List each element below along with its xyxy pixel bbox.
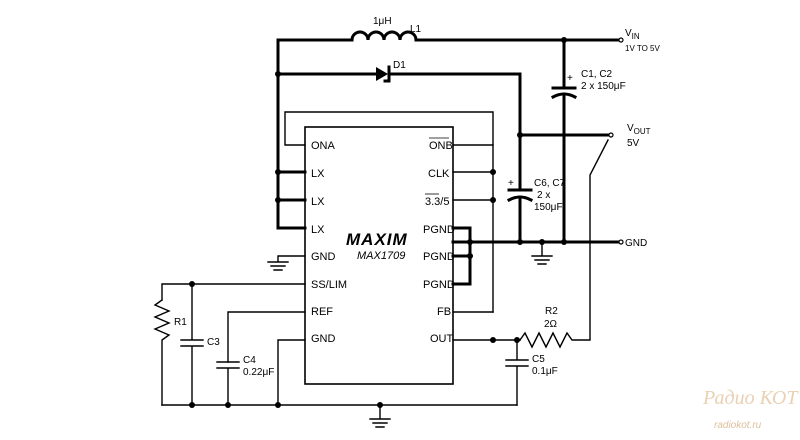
cin-plus: +: [567, 73, 573, 84]
c3-ref: C3: [207, 337, 220, 348]
sslim-wire: [161, 283, 306, 301]
cout-value-1: 2 x: [537, 190, 550, 201]
junction-dot: [539, 239, 545, 245]
cout-ref: C6, C7: [534, 178, 566, 189]
pin-lx-1: LX: [311, 168, 325, 180]
c5-ref: C5: [532, 354, 545, 365]
junction-dot: [275, 169, 281, 175]
c3-capacitor: [180, 283, 204, 406]
pin-gnd-2: GND: [311, 333, 336, 345]
pgnd-pin-stubs: [451, 226, 472, 286]
junction-dot: [514, 337, 520, 343]
junction-dot: [225, 402, 231, 408]
junction-dot: [490, 169, 496, 175]
c5-capacitor: [505, 339, 529, 406]
resistor-r1: [153, 299, 171, 406]
r1-ref: R1: [174, 317, 187, 328]
vout-label-sub: OUT: [634, 127, 651, 136]
pin-lx-3: LX: [311, 224, 325, 236]
diode-d1: [376, 67, 388, 81]
gnd-symbol-bottom: [369, 404, 391, 428]
lx-pin-stubs: [276, 170, 307, 230]
pin-fb: FB: [437, 306, 451, 318]
junction-dot: [275, 197, 281, 203]
vin-label-sub: IN: [632, 32, 640, 41]
ref-wire: [227, 311, 306, 363]
ona-wire: [284, 111, 494, 313]
cin-value: 2 x 150μF: [581, 81, 626, 92]
vin-range: 1V TO 5V: [625, 44, 661, 53]
junction-dot: [561, 239, 567, 245]
junction-dot: [561, 37, 567, 43]
watermark-title: Радио КОТ: [702, 387, 799, 409]
inductor-ref: L1: [410, 24, 422, 35]
gnd2-wire: [277, 339, 306, 406]
r2-ref: R2: [545, 306, 558, 317]
junction-dot: [517, 132, 523, 138]
r2-value: 2Ω: [544, 319, 558, 330]
junction-dot: [189, 281, 195, 287]
vout-label-main: V: [627, 123, 634, 134]
inductor-value: 1μH: [373, 16, 392, 27]
vin-terminal: [618, 37, 624, 43]
right-control-stubs: [452, 144, 494, 313]
gnd-terminal: [618, 239, 624, 245]
vout-value: 5V: [627, 138, 640, 149]
junction-dot: [377, 402, 383, 408]
ic-brand-logo: MAXIM: [346, 230, 408, 249]
gnd-symbol-right: [531, 241, 553, 265]
junction-dot: [467, 253, 473, 259]
c4-capacitor: [216, 361, 240, 406]
pin-onb: ONB: [429, 140, 453, 152]
pin-out: OUT: [430, 333, 454, 345]
c4-ref: C4: [243, 355, 256, 366]
resistor-r2: [519, 139, 609, 349]
pin-pgnd-3: PGND: [423, 279, 455, 291]
cout-plus: +: [508, 178, 514, 189]
pin-clk: CLK: [428, 168, 450, 180]
pin-pgnd-1: PGND: [423, 224, 455, 236]
vout-terminal: [608, 132, 614, 138]
pin-lx-2: LX: [311, 196, 325, 208]
junction-dot: [490, 197, 496, 203]
pin-ona: ONA: [311, 140, 336, 152]
diode-wire-out: [387, 72, 612, 137]
inductor-l1: [350, 30, 418, 42]
diode-ref: D1: [393, 60, 406, 71]
watermark-url: radiokot.ru: [714, 420, 762, 431]
cin-ref: C1, C2: [581, 69, 613, 80]
junction-dot: [467, 239, 473, 245]
junction-dots: [189, 37, 567, 408]
pin-3v3-5: 3.3/5: [425, 196, 449, 208]
c4-value: 0.22μF: [243, 367, 274, 378]
vin-label-main: V: [625, 28, 632, 39]
junction-dot: [189, 402, 195, 408]
junction-dot: [490, 337, 496, 343]
junction-dot: [275, 71, 281, 77]
gnd1-wire: [267, 255, 306, 271]
vout-label: VOUT: [627, 123, 651, 136]
ic-part-number: MAX1709: [357, 250, 405, 262]
cout-value-2: 150μF: [534, 202, 563, 213]
pin-ss-lim: SS/LIM: [311, 279, 347, 291]
pin-pgnd-2: PGND: [423, 251, 455, 263]
junction-dot: [517, 239, 523, 245]
pin-ref: REF: [311, 306, 333, 318]
gnd-label: GND: [625, 238, 647, 249]
junction-dot: [275, 402, 281, 408]
pin-gnd-1: GND: [311, 251, 336, 263]
c5-value: 0.1μF: [532, 366, 558, 377]
vin-label: VIN: [625, 28, 640, 41]
